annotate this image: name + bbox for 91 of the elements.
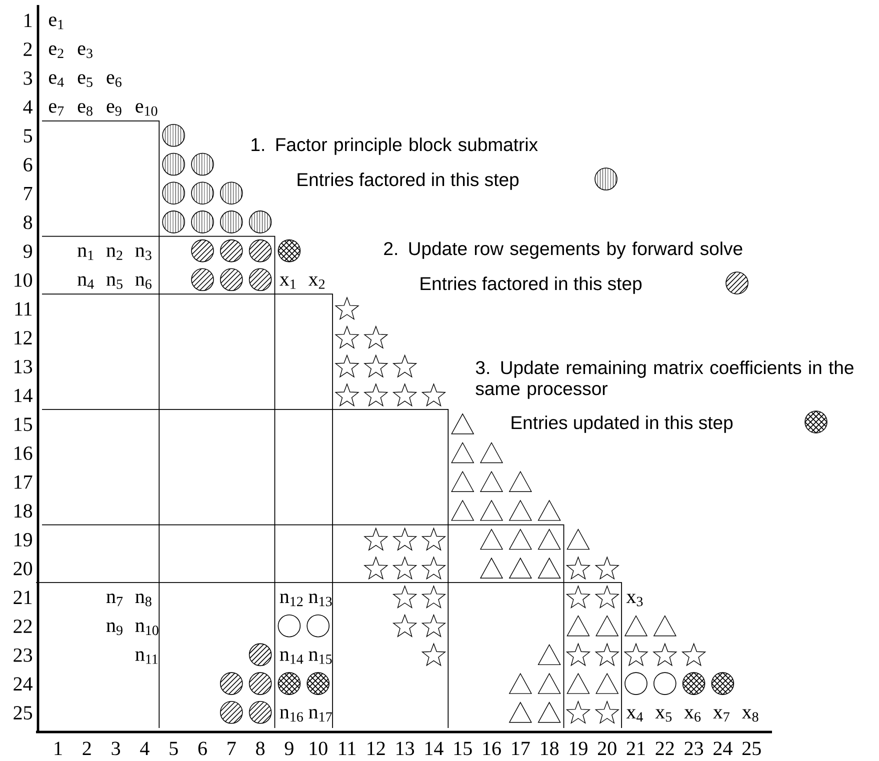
legend-text: Entries factored in this step [298,172,519,190]
row-number: 8 [24,216,32,230]
matrix-entry: e$_{4}$ [49,74,64,87]
column-number: 9 [284,742,294,756]
row-number: 22 [14,620,32,633]
step-heading: 3. Update remaining matrix coefficients in the same processor [476,360,854,399]
matrix-entry: e$_{7}$ [49,103,64,116]
matrix-entry: n$_{10}$ [135,622,158,636]
matrix-entry: e$_{9}$ [106,103,122,116]
matrix-entry: n$_{17}$ [308,708,332,722]
column-number: 6 [198,742,207,756]
column-number: 13 [396,742,414,756]
matrix-entry: n$_{12}$ [280,594,303,606]
matrix-entry: n$_{14}$ [280,651,304,664]
row-number: 19 [14,533,32,546]
row-number: 14 [14,388,32,402]
legend-text: Entries factored in this step [420,276,642,294]
column-number: 11 [339,742,356,755]
column-number: 25 [742,742,761,756]
row-number: 17 [14,475,32,489]
column-number: 22 [656,742,674,755]
matrix-entry: n$_{11}$ [135,651,158,664]
row-number: 23 [14,648,32,662]
column-number: 10 [310,742,328,756]
column-number: 2 [82,742,91,755]
row-number: 5 [24,129,32,143]
matrix-entry: x$_{6}$ [684,709,701,722]
row-number: 4 [23,100,32,114]
column-number: 7 [228,742,236,755]
row-number: 11 [15,302,32,316]
column-number: 1 [54,742,62,755]
column-number: 3 [112,742,120,756]
matrix-entry: e$_{1}$ [49,16,64,30]
matrix-entry: n$_{9}$ [106,622,122,636]
matrix-entry: e$_{6}$ [106,74,122,87]
matrix-entry: x$_{8}$ [742,709,758,722]
row-number: 7 [24,187,32,200]
matrix-entry: n$_{16}$ [280,708,303,722]
row-number: 10 [14,273,32,287]
row-number: 13 [14,360,32,374]
row-number: 6 [24,158,32,172]
column-number: 14 [425,742,444,755]
matrix-entry: n$_{5}$ [106,276,122,289]
row-number: 24 [14,677,32,691]
matrix-entry: x$_{5}$ [655,709,672,722]
matrix-entry: n$_{7}$ [106,594,123,606]
row-number: 25 [14,706,32,720]
step-heading: 2. Update row segements by forward solve [384,242,742,259]
column-number: 12 [368,742,385,755]
matrix-entry: n$_{1}$ [78,247,94,260]
row-number: 3 [24,71,32,85]
matrix-entry: x$_{1}$ [280,276,296,289]
row-number: 12 [14,331,32,344]
column-number: 19 [570,742,588,756]
column-number: 15 [454,742,472,756]
matrix-entry: x$_{2}$ [308,276,325,289]
matrix-entry: e$_{5}$ [78,74,92,87]
matrix-entry: e$_{3}$ [78,45,92,58]
step-heading: 1. Factor principle block submatrix [252,138,538,155]
matrix-entry: e$_{8}$ [78,103,92,116]
matrix-entry: n$_{13}$ [308,594,332,606]
column-number: 18 [541,742,559,756]
column-number: 8 [256,742,265,756]
column-number: 21 [626,742,645,755]
row-number: 1 [24,14,32,27]
matrix-entry: e$_{2}$ [49,45,64,58]
row-number: 21 [14,590,32,604]
matrix-entry: x$_{4}$ [626,709,643,722]
matrix-entry: n$_{15}$ [308,651,332,664]
column-number: 17 [512,742,530,755]
row-number: 18 [14,504,32,518]
row-number: 9 [23,244,32,258]
row-number: 2 [24,42,32,56]
column-number: 23 [684,742,704,756]
column-number: 4 [140,742,150,755]
matrix-entry: n$_{2}$ [106,247,122,260]
row-number: 15 [14,418,32,432]
column-number: 24 [714,742,732,755]
matrix-entry: e$_{10}$ [136,103,158,116]
column-number: 20 [598,742,616,756]
row-number: 16 [14,446,32,460]
matrix-entry: n$_{4}$ [78,276,94,289]
column-number: 5 [170,742,178,756]
matrix-entry: n$_{3}$ [135,247,152,260]
matrix-entry: n$_{6}$ [135,276,152,289]
matrix-entry: n$_{8}$ [135,594,152,606]
legend-text: Entries updated in this step [512,416,733,433]
column-number: 16 [483,742,501,756]
matrix-entry: x$_{3}$ [626,594,643,606]
matrix-entry: x$_{7}$ [713,709,730,722]
row-number: 20 [14,562,32,576]
